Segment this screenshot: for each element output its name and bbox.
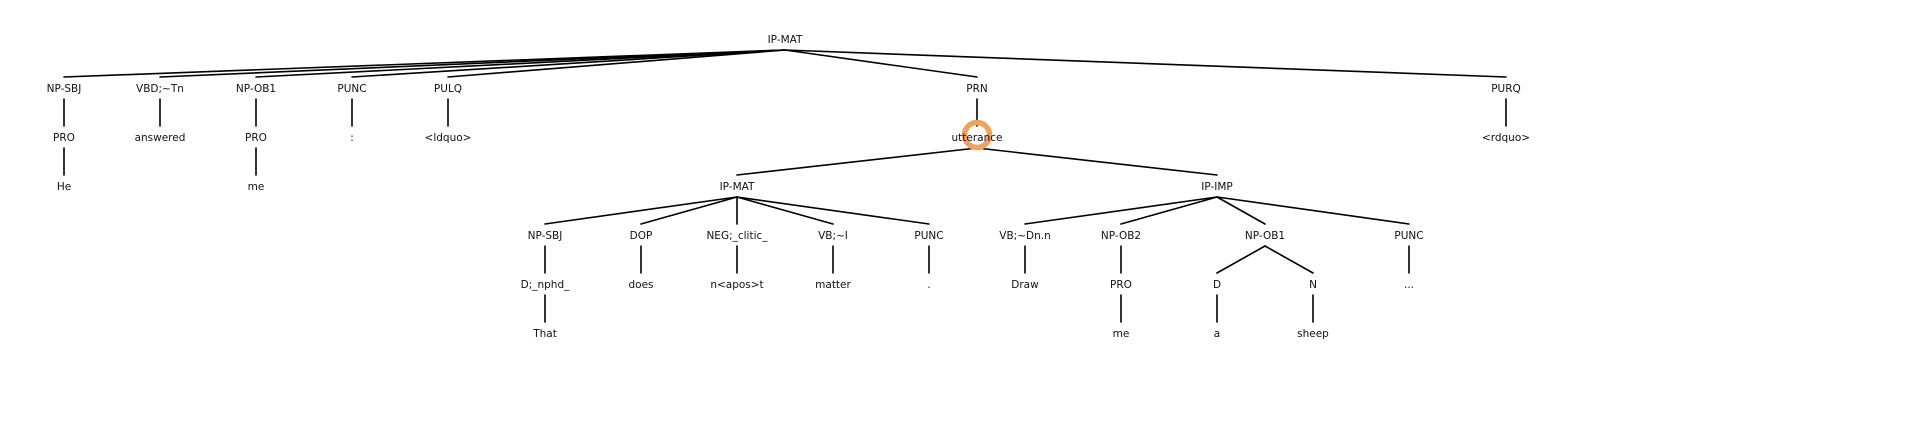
tree-node-punct: : [350,132,354,144]
tree-node-np-sbj: NP-SBJ [528,230,563,242]
tree-edge [1216,196,1410,225]
tree-node-that: That [532,328,557,340]
tree-node-np-ob1: NP-OB1 [1245,230,1285,242]
tree-node-he: He [57,181,71,193]
tree-node-n-apos-t: n<apos>t [710,279,763,291]
tree-edge [255,49,786,78]
tree-node-sheep: sheep [1297,328,1329,340]
tree-node-punc: PUNC [914,230,943,242]
tree-node-punc: PUNC [1394,230,1423,242]
tree-node-matter: matter [815,279,851,291]
tree-node-pro: PRO [53,132,75,144]
tree-node-punct: . [927,279,930,291]
tree-node-purq: PURQ [1491,83,1521,95]
tree-edge [351,49,786,78]
tree-node-me: me [1113,328,1130,340]
tree-node-ldquo: <ldquo> [425,132,472,144]
tree-node-answered: answered [135,132,186,144]
tree-edge [447,49,786,78]
tree-edge [1216,196,1266,225]
tree-node-dop: DOP [630,230,653,242]
tree-edge [784,49,1507,78]
tree-node-punct: ... [1404,279,1414,291]
tree-edge [736,196,834,225]
tree-node-vb-dn-n: VB;~Dn.n [999,230,1050,242]
tree-node-np-sbj: NP-SBJ [47,83,82,95]
tree-edge [976,147,1218,176]
tree-node-does: does [628,279,653,291]
tree-edge [784,49,978,78]
tree-node-neg-clitic: NEG;_clitic_ [706,230,768,242]
tree-edge [1216,245,1266,274]
tree-node-rdquo: <rdquo> [1482,132,1530,144]
tree-node-prn: PRN [966,83,987,95]
tree-node-a: a [1214,328,1220,340]
tree-node-pulq: PULQ [434,83,462,95]
tree-node-vbd-tn: VBD;~Tn [136,83,184,95]
tree-edge [736,196,930,225]
tree-edge [159,49,786,78]
tree-node-n: N [1309,279,1317,291]
tree-node-labels: IP-MATNP-SBJPROHeVBD;~TnansweredNP-OB1PR… [47,34,1530,340]
tree-node-np-ob1: NP-OB1 [236,83,276,95]
tree-edge [1264,245,1314,274]
tree-edge [736,147,978,176]
tree-edge [544,196,738,225]
tree-node-ip-mat: IP-MAT [768,34,803,46]
highlight-ring [961,119,993,151]
tree-node-utterance: utterance [952,132,1003,144]
tree-node-d-nphd: D;_nphd_ [521,279,571,291]
tree-node-punc: PUNC [337,83,366,95]
tree-node-pro: PRO [245,132,267,144]
tree-node-d: D [1213,279,1221,291]
tree-node-pro: PRO [1110,279,1132,291]
tree-edge [640,196,738,225]
tree-node-ip-mat: IP-MAT [720,181,755,193]
tree-node-vb-i: VB;~I [818,230,848,242]
tree-node-np-ob2: NP-OB2 [1101,230,1141,242]
tree-node-ip-imp: IP-IMP [1201,181,1232,193]
tree-node-me: me [248,181,265,193]
tree-edges [63,49,1507,323]
tree-highlight-marks [961,119,993,151]
tree-node-draw: Draw [1011,279,1039,291]
tree-edge [1024,196,1218,225]
tree-edge [1120,196,1218,225]
